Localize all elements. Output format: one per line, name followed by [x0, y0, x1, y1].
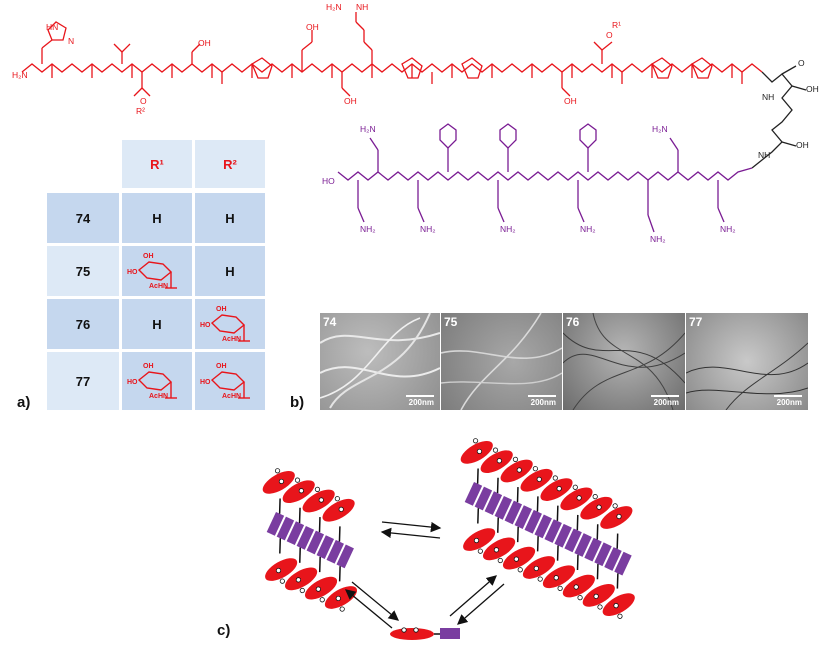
svg-text:H₂N: H₂N [652, 124, 668, 134]
table-row-id: 74 [47, 193, 119, 243]
table-cell-r2: H [195, 193, 265, 243]
side-chains [41, 12, 743, 97]
fibril-texture [441, 313, 562, 410]
scale-label: 200nm [530, 398, 556, 407]
scale-label: 200nm [408, 398, 434, 407]
svg-text:H₂N: H₂N [326, 2, 342, 12]
svg-text:OH: OH [216, 306, 227, 313]
svg-text:OH: OH [306, 22, 319, 32]
glycopeptide-backbone [21, 63, 763, 73]
tem-id: 75 [444, 315, 458, 329]
svg-text:H₂N: H₂N [360, 124, 376, 134]
svg-text:OH: OH [143, 363, 154, 370]
scale-bar [774, 395, 802, 397]
table-row-id: 77 [47, 352, 119, 410]
svg-text:NH₂: NH₂ [420, 224, 436, 234]
table-cell-r1-sugar: OH HO AcHN [122, 352, 192, 410]
linker-side-chains [781, 65, 807, 147]
scale-bar [651, 395, 679, 397]
svg-text:NH₂: NH₂ [720, 224, 736, 234]
linker-backbone [751, 71, 793, 169]
svg-text:AcHN: AcHN [222, 336, 241, 343]
svg-text:HO: HO [127, 379, 138, 386]
table-cell-r2-sugar: OH HO AcHN [195, 299, 265, 349]
table-cell-r1: H [122, 193, 192, 243]
scale-bar [528, 395, 556, 397]
svg-text:O: O [140, 96, 147, 106]
sugar-glyph-icon: OH HO AcHN [200, 306, 250, 343]
panel-label-a: a) [17, 394, 31, 411]
linker-labels: O OH NH OH NH [758, 58, 819, 160]
fibril-texture [563, 313, 685, 410]
svg-text:NH: NH [758, 150, 770, 160]
table-cell-r1-sugar: OH HO AcHN [122, 246, 192, 296]
sugar-glyph-icon: OH HO AcHN [127, 363, 177, 400]
table-header-r2: R² [195, 140, 265, 188]
sugar-glyph-icon: OH HO AcHN [127, 253, 177, 290]
table-cell-r2-sugar: OH HO AcHN [195, 352, 265, 410]
long-fibril [448, 426, 647, 631]
tem-image-76: 76 200nm [563, 313, 685, 410]
tem-id: 74 [323, 315, 337, 329]
chemical-structure: H₂N HN N O R² OH OH OH H₂N NH OH O R¹ O … [12, 2, 819, 244]
svg-text:AcHN: AcHN [149, 393, 168, 400]
svg-text:NH₂: NH₂ [580, 224, 596, 234]
svg-text:HO: HO [322, 176, 335, 186]
panel-label-c: c) [217, 622, 231, 639]
svg-text:R¹: R¹ [612, 20, 621, 30]
peptide-labels: HO H₂N H₂N NH₂ NH₂ NH₂ NH₂ NH₂ NH₂ [322, 124, 736, 244]
tem-id: 76 [566, 315, 580, 329]
svg-text:O: O [606, 30, 613, 40]
svg-text:NH₂: NH₂ [650, 234, 666, 244]
scale-label: 200nm [776, 398, 802, 407]
svg-text:OH: OH [796, 140, 809, 150]
svg-text:NH: NH [762, 92, 774, 102]
tem-image-75: 75 200nm [441, 313, 562, 410]
svg-text:OH: OH [344, 96, 357, 106]
peptide-side-chains [357, 123, 725, 233]
svg-text:HN: HN [46, 22, 58, 32]
svg-text:OH: OH [143, 253, 154, 260]
tem-id: 77 [689, 315, 703, 329]
svg-text:R²: R² [136, 106, 145, 116]
table-row-id: 75 [47, 246, 119, 296]
peptide-backbone [337, 167, 753, 181]
equilibrium-arrows [344, 521, 505, 629]
fibril-texture [686, 342, 808, 410]
short-fibril [250, 456, 369, 623]
glyco-labels: H₂N HN N O R² OH OH OH H₂N NH OH O R¹ [12, 2, 621, 116]
table-cell-r1: H [122, 299, 192, 349]
table-header-r1: R¹ [122, 140, 192, 188]
svg-text:N: N [68, 36, 74, 46]
svg-text:NH: NH [356, 2, 368, 12]
carbonyl-groups [51, 64, 733, 78]
table-row-id: 76 [47, 299, 119, 349]
tem-image-77: 77 200nm [686, 313, 808, 410]
tem-image-74: 74 200nm [320, 313, 440, 410]
svg-text:NH₂: NH₂ [500, 224, 516, 234]
monomer [390, 627, 460, 640]
svg-text:O: O [798, 58, 805, 68]
svg-text:H₂N: H₂N [12, 70, 28, 80]
scale-label: 200nm [653, 398, 679, 407]
svg-text:NH₂: NH₂ [360, 224, 376, 234]
sugar-glyph-icon: OH HO AcHN [200, 363, 250, 400]
svg-text:HO: HO [200, 322, 211, 329]
svg-text:HO: HO [200, 379, 211, 386]
svg-text:AcHN: AcHN [149, 283, 168, 290]
svg-text:AcHN: AcHN [222, 393, 241, 400]
svg-text:OH: OH [806, 84, 819, 94]
panel-label-b: b) [290, 394, 305, 411]
svg-text:HO: HO [127, 269, 138, 276]
scale-bar [406, 395, 434, 397]
svg-text:OH: OH [216, 363, 227, 370]
fibril-texture [320, 313, 440, 409]
svg-text:OH: OH [198, 38, 211, 48]
table-cell-r2: H [195, 246, 265, 296]
svg-text:OH: OH [564, 96, 577, 106]
